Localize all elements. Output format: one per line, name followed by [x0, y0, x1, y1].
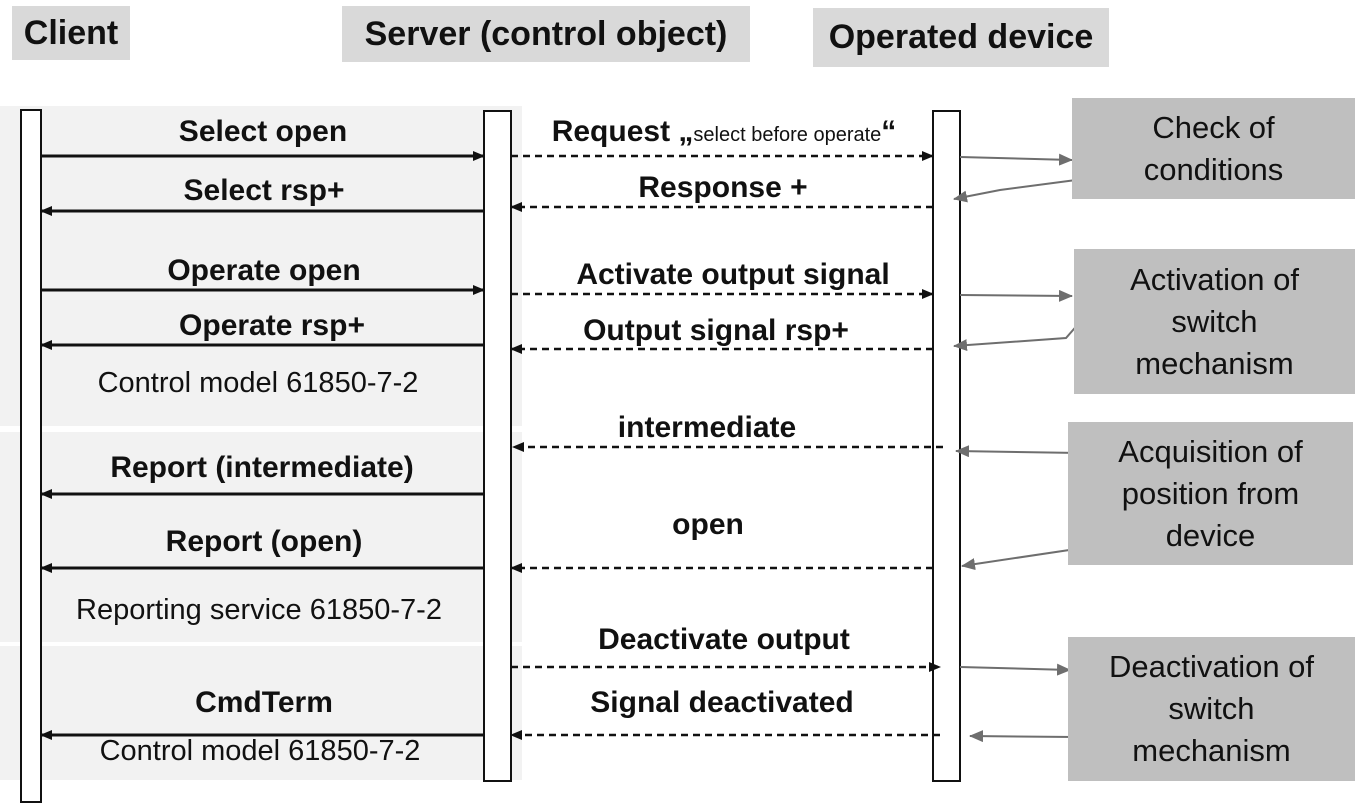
label-select-rsp: Select rsp+: [183, 174, 345, 207]
note-check-line-2: conditions: [1143, 151, 1284, 187]
label-response-plus: Response +: [638, 171, 808, 204]
note-deactivation-line-1: Deactivation of: [1108, 649, 1315, 684]
client-lifeline: [20, 109, 42, 803]
label-signal-deactivated: Signal deactivated: [590, 686, 854, 719]
label-activate-output: Activate output signal: [576, 258, 890, 291]
label-operate-open: Operate open: [167, 254, 361, 287]
label-request-suffix: “: [881, 115, 897, 148]
note-deactivation-line-3: mechanism: [1132, 733, 1291, 768]
section-control-model-background: [0, 106, 522, 426]
section-reporting-background: [0, 432, 522, 642]
connector-activation-back: [953, 321, 1081, 352]
note-activation-line-1: Activation of: [1130, 261, 1299, 297]
note-acquisition-line-3: device: [1165, 517, 1256, 553]
connector-acquisition-open: [961, 548, 1077, 571]
note-acquisition: Acquisition of position from device: [1068, 422, 1353, 565]
connector-deactivation-back: [969, 730, 1075, 743]
label-select-open: Select open: [178, 115, 348, 148]
label-open: open: [672, 508, 744, 541]
label-cmdterm: CmdTerm: [195, 686, 333, 719]
server-header: Server (control object): [342, 6, 750, 62]
server-lifeline: [483, 110, 512, 782]
label-operate-rsp: Operate rsp+: [179, 309, 365, 342]
note-activation-line-2: switch: [1171, 303, 1258, 339]
label-output-signal-rsp: Output signal rsp+: [583, 314, 849, 347]
label-request-sbo: Request „select before operate“: [552, 115, 897, 149]
label-control-model-1: Control model 61850-7-2: [97, 367, 419, 399]
label-report-open: Report (open): [165, 525, 363, 558]
note-deactivation: Deactivation of switch mechanism: [1068, 637, 1355, 781]
note-acquisition-line-1: Acquisition of: [1118, 433, 1303, 469]
connector-activation-out: [959, 289, 1073, 302]
connector-acquisition-intermediate: [955, 445, 1081, 458]
section-cmdterm-background: [0, 646, 522, 780]
label-reporting-service: Reporting service 61850-7-2: [76, 594, 442, 626]
label-request-prefix: Request „: [551, 115, 694, 148]
label-deactivate-output: Deactivate output: [598, 623, 850, 656]
note-check-line-1: Check of: [1152, 109, 1275, 145]
note-activation-line-3: mechanism: [1135, 345, 1294, 381]
label-request-small: select before operate: [693, 124, 882, 146]
note-activation: Activation of switch mechanism: [1074, 249, 1355, 394]
note-check-conditions: Check of conditions: [1072, 98, 1355, 199]
note-deactivation-line-2: switch: [1168, 691, 1255, 726]
connector-check-out: [959, 153, 1073, 166]
label-report-intermediate: Report (intermediate): [110, 451, 414, 484]
client-header: Client: [12, 6, 130, 60]
label-control-model-2: Control model 61850-7-2: [99, 735, 421, 767]
device-header: Operated device: [813, 8, 1109, 67]
note-acquisition-line-2: position from: [1121, 475, 1300, 511]
connector-check-back: [953, 179, 1077, 203]
label-intermediate: intermediate: [617, 411, 797, 444]
connector-deactivation-out: [959, 663, 1071, 676]
